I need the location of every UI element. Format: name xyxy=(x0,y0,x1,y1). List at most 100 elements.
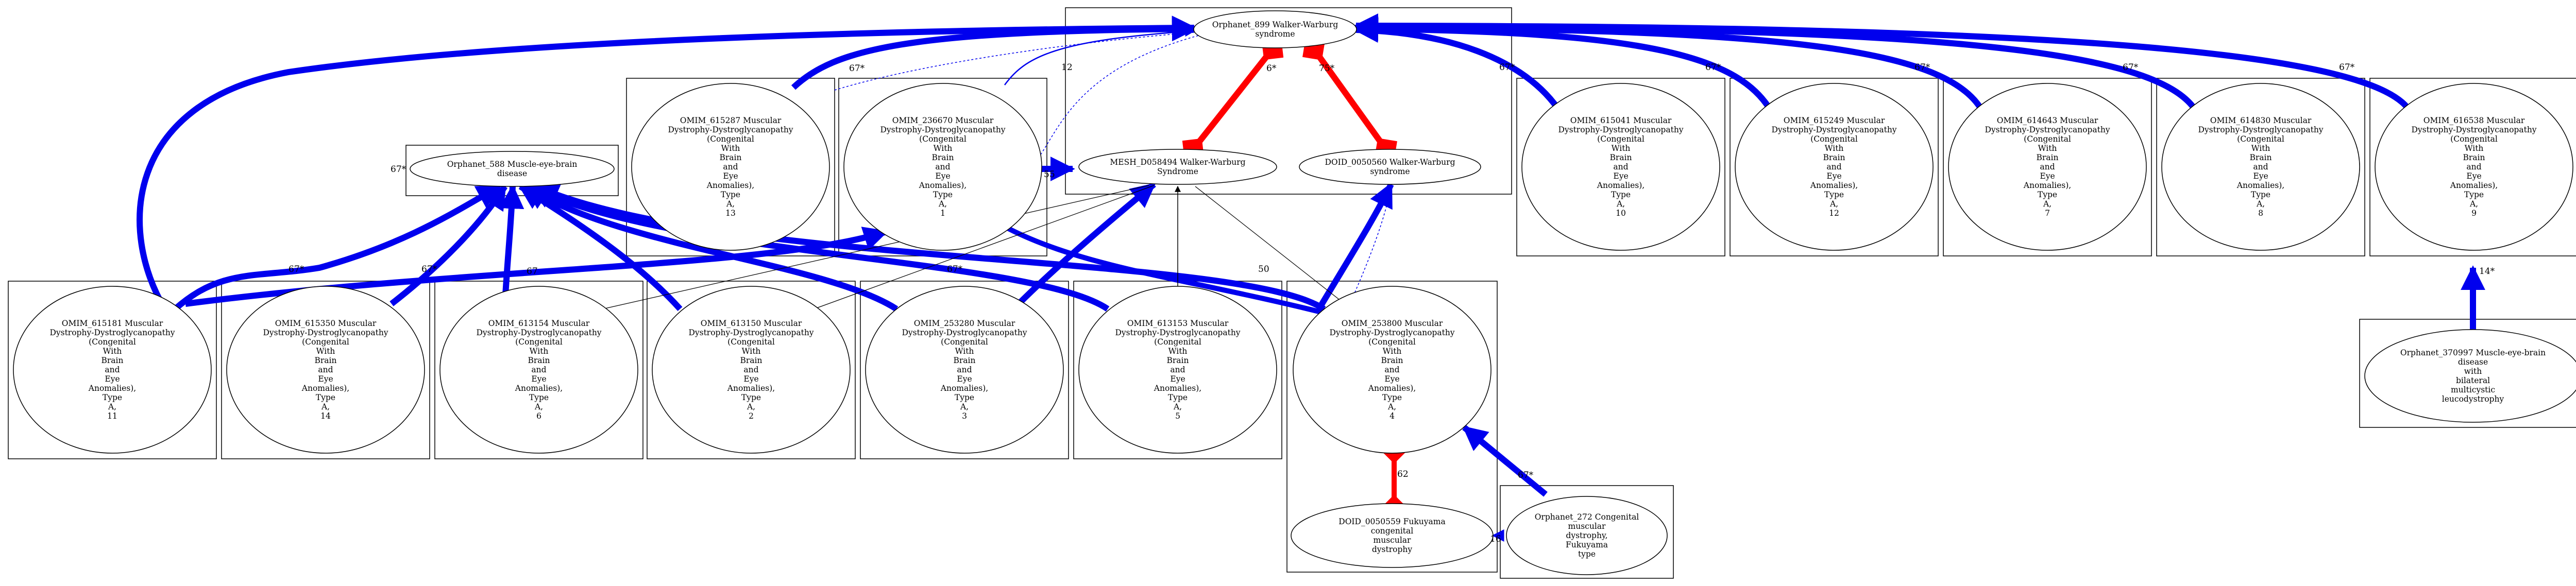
edge-613154-to-588 xyxy=(499,184,524,304)
node-label-omim-615249-line-4: Brain xyxy=(1823,153,1845,162)
node-label-omim-615041-line-2: (Congenital xyxy=(1597,134,1645,144)
node-label-omim-613153-line-9: A, xyxy=(1173,402,1182,411)
node-omim-615249 xyxy=(1735,83,1934,251)
edge-label-615249: 67* xyxy=(1705,62,1721,73)
node-label-omim-253800-line-1: Dystrophy-Dystroglycanopathy xyxy=(1329,328,1454,337)
edge-label-236670: 12 xyxy=(1061,62,1073,73)
node-omim-614643 xyxy=(1948,83,2147,251)
node-label-omim-614830-line-2: (Congenital xyxy=(2237,134,2284,144)
node-label-omim-615287-line-1: Dystrophy-Dystroglycanopathy xyxy=(668,125,793,134)
node-label-omim-615249-line-2: (Congenital xyxy=(1810,134,1858,144)
node-orphanet-588 xyxy=(410,151,615,187)
node-label-omim-615350-line-0: OMIM_615350 Muscular xyxy=(275,319,377,328)
node-label-omim-614643-line-1: Dystrophy-Dystroglycanopathy xyxy=(1985,125,2110,134)
edge-615287-to-899 xyxy=(791,16,1197,90)
node-label-omim-614643-line-6: Eye xyxy=(2040,171,2055,181)
node-label-omim-616538-line-9: A, xyxy=(2469,199,2478,209)
node-label-omim-615181-line-0: OMIM_615181 Muscular xyxy=(62,319,163,328)
node-label-omim-614830-line-1: Dystrophy-Dystroglycanopathy xyxy=(2198,125,2323,134)
node-omim-253800 xyxy=(1293,286,1492,454)
node-label-omim-613150-line-10: 2 xyxy=(749,411,754,421)
nodes xyxy=(13,10,2576,575)
edge-label-doid-899: 75* xyxy=(1319,63,1335,74)
edge-label-614830: 67* xyxy=(2123,62,2139,73)
edge-label-253800: 50 xyxy=(1258,264,1269,274)
edge-272-to-253800 xyxy=(1462,425,1548,497)
node-label-omim-615287-line-8: Type xyxy=(721,190,740,199)
node-label-omim-613153-line-8: Type xyxy=(1168,393,1188,402)
node-label-orphanet-272-line-4: type xyxy=(1578,549,1596,559)
node-label-omim-253280-line-2: (Congenital xyxy=(941,337,988,347)
node-doid-0050559 xyxy=(1291,503,1494,568)
node-label-omim-613150-line-2: (Congenital xyxy=(727,337,775,347)
node-omim-253280 xyxy=(865,286,1064,454)
node-label-omim-253800-line-3: With xyxy=(1383,347,1402,356)
node-label-omim-615249-line-3: With xyxy=(1825,144,1844,153)
node-label-omim-616538-line-3: With xyxy=(2465,144,2484,153)
node-label-omim-614643-line-2: (Congenital xyxy=(2024,134,2071,144)
node-label-omim-614643-line-3: With xyxy=(2038,144,2057,153)
edge-label-272-doid: 16 xyxy=(1490,534,1501,544)
node-label-omim-253800-line-5: and xyxy=(1384,365,1399,374)
node-label-omim-615287-line-5: and xyxy=(723,162,738,171)
node-label-omim-613150-line-1: Dystrophy-Dystroglycanopathy xyxy=(688,328,814,337)
node-label-orphanet-370997-line-0: Orphanet_370997 Muscle-eye-brain xyxy=(2400,348,2546,357)
node-label-omim-236670-line-6: Eye xyxy=(935,171,950,181)
node-label-omim-615350-line-4: Brain xyxy=(315,356,337,365)
node-label-orphanet-272-line-2: dystrophy, xyxy=(1566,531,1607,540)
node-label-doid-0050559-line-0: DOID_0050559 Fukuyama xyxy=(1338,517,1445,526)
node-label-omim-253280-line-1: Dystrophy-Dystroglycanopathy xyxy=(902,328,1027,337)
node-label-omim-614643-line-10: 7 xyxy=(2045,209,2050,218)
node-label-omim-615350-line-6: Eye xyxy=(318,374,333,384)
node-label-omim-615249-line-0: OMIM_615249 Muscular xyxy=(1784,116,1885,125)
node-omim-615181 xyxy=(13,286,212,454)
node-label-omim-613153-line-2: (Congenital xyxy=(1154,337,1201,347)
node-label-omim-613153-line-7: Anomalies), xyxy=(1154,384,1201,393)
node-label-omim-614830-line-10: 8 xyxy=(2258,209,2263,218)
node-label-omim-613153-line-10: 5 xyxy=(1175,411,1180,421)
edge-label-615181: 67* xyxy=(289,264,304,274)
node-label-omim-615181-line-8: Type xyxy=(103,393,122,402)
node-label-omim-616538-line-0: OMIM_616538 Muscular xyxy=(2424,116,2525,125)
edge-label-613154: 67 xyxy=(527,266,538,277)
node-label-omim-616538-line-4: Brain xyxy=(2463,153,2485,162)
node-label-omim-615181-line-9: A, xyxy=(108,402,116,411)
node-label-omim-236670-line-1: Dystrophy-Dystroglycanopathy xyxy=(880,125,1005,134)
node-label-mesh-d058494-line-1: Syndrome xyxy=(1157,167,1198,176)
node-label-omim-615287-line-0: OMIM_615287 Muscular xyxy=(680,116,782,125)
node-label-omim-253800-line-6: Eye xyxy=(1384,374,1399,384)
node-label-omim-615350-line-9: A, xyxy=(321,402,330,411)
cluster-omim-253800 xyxy=(1286,281,1498,573)
cluster-omim-615249 xyxy=(1730,78,1939,256)
node-label-omim-613154-line-7: Anomalies), xyxy=(515,384,563,393)
node-label-omim-615249-line-6: Eye xyxy=(1826,171,1841,181)
node-label-omim-253800-line-4: Brain xyxy=(1381,356,1403,365)
node-label-omim-614643-line-9: A, xyxy=(2043,199,2052,209)
node-label-omim-615350-line-3: With xyxy=(316,347,335,356)
node-label-omim-613150-line-7: Anomalies), xyxy=(727,384,775,393)
node-label-omim-615041-line-5: and xyxy=(1613,162,1628,171)
node-label-orphanet-899-line-0: Orphanet_899 Walker-Warburg xyxy=(1212,20,1338,29)
node-label-doid-0050559-line-3: dystrophy xyxy=(1372,545,1413,554)
node-label-doid-0050560-line-1: syndrome xyxy=(1370,167,1410,176)
edge-label-614643: 67* xyxy=(1914,62,1930,73)
node-label-omim-236670-line-5: and xyxy=(935,162,950,171)
node-label-omim-614643-line-4: Brain xyxy=(2037,153,2059,162)
node-omim-613150 xyxy=(652,286,851,454)
node-label-omim-236670-line-3: With xyxy=(934,144,953,153)
node-label-omim-253800-line-9: A, xyxy=(1387,402,1396,411)
node-label-omim-615287-line-4: Brain xyxy=(720,153,742,162)
node-label-orphanet-272-line-1: muscular xyxy=(1568,522,1606,531)
node-label-omim-615181-line-10: 11 xyxy=(107,411,117,421)
cluster-omim-615350 xyxy=(221,281,430,459)
node-label-omim-253280-line-10: 3 xyxy=(962,411,967,421)
node-label-omim-615041-line-6: Eye xyxy=(1613,171,1628,181)
node-label-omim-613154-line-4: Brain xyxy=(528,356,550,365)
edge-615181-to-899 xyxy=(137,15,1197,311)
node-label-omim-614830-line-9: A, xyxy=(2256,199,2265,209)
node-label-omim-615350-line-8: Type xyxy=(316,393,335,402)
node-label-omim-614830-line-0: OMIM_614830 Muscular xyxy=(2210,116,2312,125)
edge-615181-to-588 xyxy=(173,183,502,312)
node-label-orphanet-370997-line-3: bilateral xyxy=(2456,376,2490,385)
edge-label-272-253800: 67* xyxy=(1518,470,1534,480)
